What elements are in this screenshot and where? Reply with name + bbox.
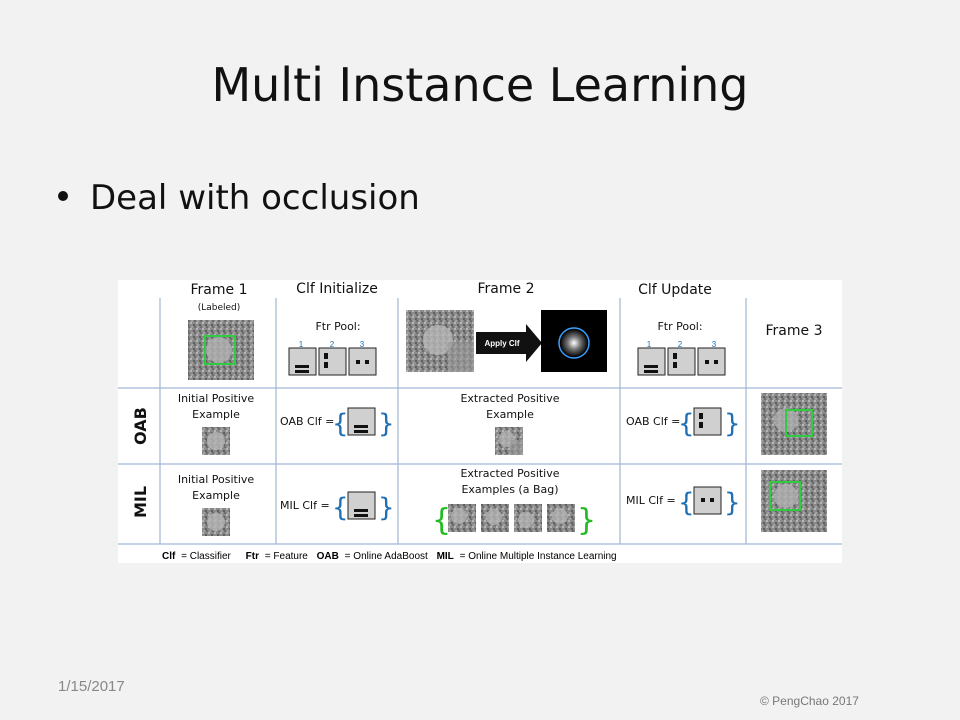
slide-date: 1/15/2017 bbox=[58, 678, 125, 695]
ftr-pool-label-update: Ftr Pool: bbox=[657, 320, 702, 333]
mil-initial-patch bbox=[202, 508, 230, 536]
mil-clf-update-label: MIL Clf = bbox=[626, 494, 676, 507]
frame1-image bbox=[188, 320, 254, 380]
pool-num-2-update: 2 bbox=[678, 340, 683, 349]
oab-clf-init-brace: { } bbox=[332, 407, 395, 439]
figure-legend: Clf = Classifier Ftr = Feature OAB = Onl… bbox=[162, 551, 617, 562]
mil-clf-update-brace: { } bbox=[678, 486, 741, 518]
frame3-mil-image bbox=[761, 470, 827, 532]
bullet-text: Deal with occlusion bbox=[90, 178, 420, 218]
pool-num-1-update: 1 bbox=[647, 340, 652, 349]
bullet-item: Deal with occlusion bbox=[58, 178, 420, 218]
frame3-oab-image bbox=[761, 393, 827, 455]
header-frame3: Frame 3 bbox=[766, 323, 823, 339]
svg-text:}: } bbox=[378, 409, 395, 439]
svg-text:{: { bbox=[678, 409, 695, 439]
legend-ftr-val: = Feature bbox=[265, 551, 309, 562]
mil-bag-patches: { } bbox=[432, 503, 596, 538]
frame2-image bbox=[406, 310, 474, 372]
oab-extracted-line2: Example bbox=[486, 408, 534, 421]
mil-initial-line1: Initial Positive bbox=[178, 473, 255, 486]
pool-num-1: 1 bbox=[299, 340, 304, 349]
pool-num-3: 3 bbox=[360, 340, 365, 349]
mil-extracted-line2: Examples (a Bag) bbox=[461, 483, 558, 496]
header-frame1: Frame 1 bbox=[191, 282, 248, 298]
svg-text:}: } bbox=[724, 409, 741, 439]
tracking-figure: Frame 1 (Labeled) Clf Initialize Frame 2… bbox=[118, 280, 842, 563]
legend-ftr-key: Ftr bbox=[246, 551, 259, 562]
row-label-mil: MIL bbox=[131, 486, 150, 518]
legend-oab-val: = Online AdaBoost bbox=[345, 551, 428, 562]
mil-extracted-line1: Extracted Positive bbox=[460, 467, 559, 480]
oab-clf-init-label: OAB Clf = bbox=[280, 415, 334, 428]
slide-title: Multi Instance Learning bbox=[211, 58, 749, 112]
apply-clf-arrow: Apply Clf bbox=[476, 324, 542, 362]
header-frame1-sub: (Labeled) bbox=[198, 303, 241, 313]
legend-clf-key: Clf bbox=[162, 551, 176, 562]
oab-initial-line2: Example bbox=[192, 408, 240, 421]
svg-text:{: { bbox=[332, 493, 349, 523]
ftr-pool-label-init: Ftr Pool: bbox=[315, 320, 360, 333]
oab-extracted-patch bbox=[495, 427, 523, 455]
legend-mil-val: = Online Multiple Instance Learning bbox=[460, 551, 617, 562]
header-clf-update: Clf Update bbox=[638, 282, 712, 298]
legend-mil-key: MIL bbox=[437, 551, 454, 562]
feature-pool-update: 1 2 3 bbox=[637, 340, 726, 376]
mil-initial-line2: Example bbox=[192, 489, 240, 502]
oab-clf-update-brace: { } bbox=[678, 407, 741, 439]
pool-num-3-update: 3 bbox=[712, 340, 717, 349]
mil-clf-init-label: MIL Clf = bbox=[280, 499, 330, 512]
oab-extracted-line1: Extracted Positive bbox=[460, 392, 559, 405]
legend-oab-key: OAB bbox=[317, 551, 339, 562]
confidence-map-image bbox=[541, 310, 607, 372]
svg-text:}: } bbox=[577, 503, 596, 538]
oab-clf-update-label: OAB Clf = bbox=[626, 415, 680, 428]
svg-text:{: { bbox=[432, 503, 451, 538]
svg-text:{: { bbox=[332, 409, 349, 439]
mil-clf-init-brace: { } bbox=[332, 491, 395, 523]
header-clf-initialize: Clf Initialize bbox=[296, 281, 378, 297]
slide-copyright: © PengChao 2017 bbox=[760, 694, 859, 708]
svg-text:{: { bbox=[678, 488, 695, 518]
feature-pool-init: 1 2 3 bbox=[288, 340, 377, 376]
svg-text:}: } bbox=[724, 488, 741, 518]
bullet-dot-icon bbox=[58, 190, 68, 201]
header-frame2: Frame 2 bbox=[478, 281, 535, 297]
svg-text:}: } bbox=[378, 493, 395, 523]
apply-clf-label: Apply Clf bbox=[484, 339, 519, 348]
oab-initial-patch bbox=[202, 427, 230, 455]
svg-text:Clf = Classifier F: Clf = Classifier Ftr = Feature OAB = Onl… bbox=[162, 551, 617, 562]
pool-num-2: 2 bbox=[330, 340, 335, 349]
legend-clf-val: = Classifier bbox=[181, 551, 231, 562]
row-label-oab: OAB bbox=[131, 407, 150, 445]
grid-lines bbox=[118, 298, 842, 545]
oab-initial-line1: Initial Positive bbox=[178, 392, 255, 405]
